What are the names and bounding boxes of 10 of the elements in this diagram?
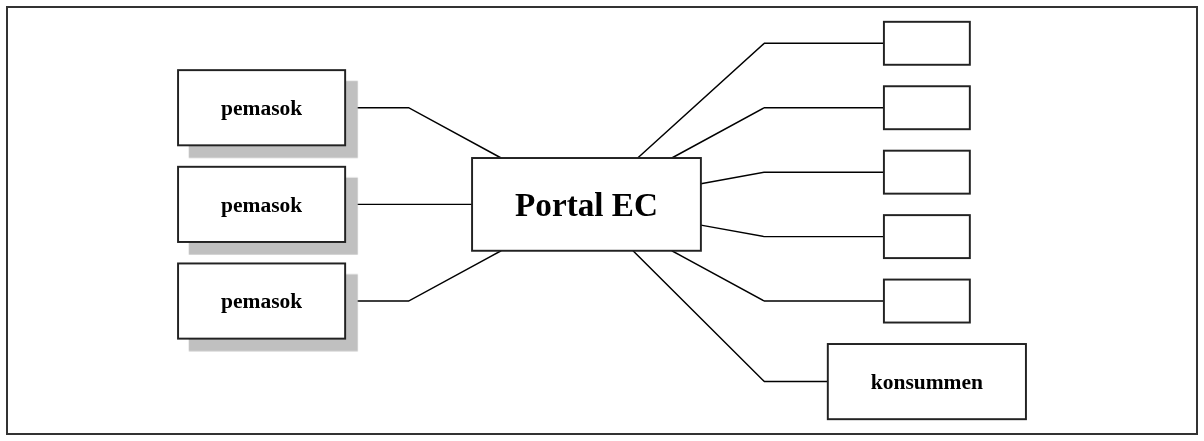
- node-box: pemasok: [177, 165, 347, 243]
- node-box: Portal EC: [471, 157, 702, 252]
- node-box: [882, 20, 971, 66]
- node-box: [882, 85, 971, 131]
- node-box: konsummen: [826, 343, 1027, 421]
- node-box: pemasok: [177, 69, 347, 147]
- node-box: [882, 278, 971, 324]
- node-box: [882, 149, 971, 195]
- node-box: pemasok: [177, 262, 347, 340]
- node-box: [882, 214, 971, 260]
